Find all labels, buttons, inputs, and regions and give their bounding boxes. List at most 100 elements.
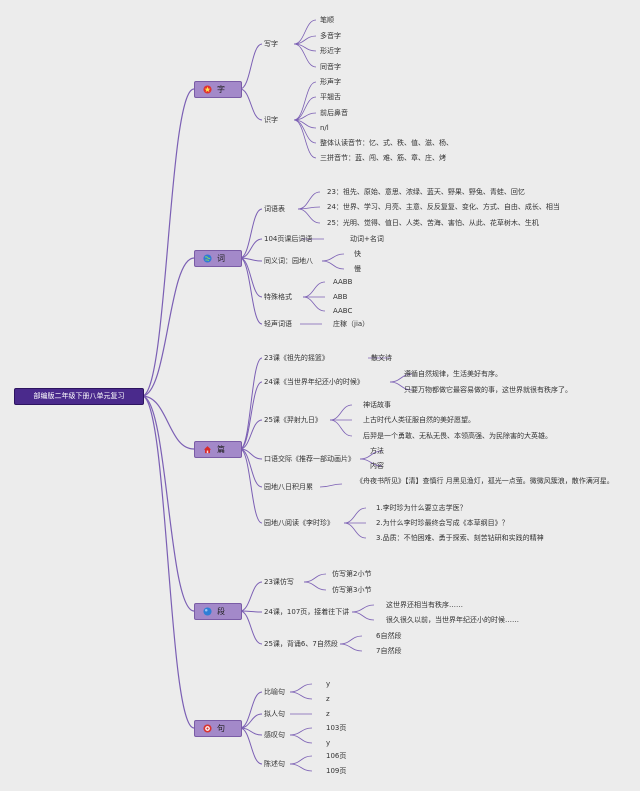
connector-line	[289, 763, 313, 772]
root-topic[interactable]: 部编版二年级下册八单元复习	[14, 388, 144, 405]
topic-label: 段	[217, 607, 225, 616]
subtopic-biyu[interactable]: 比喻句	[264, 688, 285, 696]
leaf-item[interactable]: 25：光明、觉得、值日、人类、苦海、害怕、从此、花草树木、生机	[327, 219, 539, 227]
leaf-item[interactable]: 很久很久以前，当世界年纪还小的时候……	[386, 616, 519, 624]
connector-line	[239, 257, 263, 325]
leaf-item[interactable]: 2.为什么李时珍最终会写成《本草纲目》？	[376, 519, 509, 527]
connector-line	[303, 573, 327, 583]
leaf-item[interactable]: 仿写第3小节	[332, 586, 372, 594]
leaf-item[interactable]: 庄稼（jia）	[333, 320, 370, 328]
connector-line	[359, 458, 383, 467]
leaf-item[interactable]: 动词+名词	[350, 235, 384, 243]
leaf-item[interactable]: 只要万物都做它最容易做的事，这世界就很有秩序了。	[404, 386, 572, 394]
connector-line	[319, 483, 343, 488]
leaf-item[interactable]: 3.品质：不怕困难、勇于探索、刻苦钻研和实践的精神	[376, 534, 544, 542]
connector-line	[141, 88, 195, 397]
connector-line	[343, 507, 367, 524]
connector-line	[339, 635, 363, 645]
subtopic-k25[interactable]: 25课《羿射九日》	[264, 416, 322, 424]
leaf-item[interactable]: z	[326, 710, 330, 718]
connector-line	[329, 419, 353, 437]
topic-ci[interactable]: 词	[194, 250, 242, 267]
leaf-item[interactable]: 多音字	[320, 32, 341, 40]
subtopic-kouyu[interactable]: 口语交际《推荐一部动画片》	[264, 455, 355, 463]
leaf-item[interactable]: AABB	[333, 278, 353, 286]
connector-line	[141, 395, 195, 729]
subtopic-k23[interactable]: 23课《祖先的摇篮》	[264, 354, 329, 362]
leaf-item[interactable]: 方法	[370, 447, 384, 455]
leaf-item[interactable]: 23：祖先、原始、意思、浓绿、蓝天、野果、野兔、青蛙、回忆	[327, 188, 525, 196]
leaf-item[interactable]: 内容	[370, 462, 384, 470]
leaf-item[interactable]: y	[326, 680, 331, 688]
leaf-item[interactable]: 三拼音节：蓝、闯、难、筋、章、庄、烤	[320, 154, 446, 162]
leaf-item[interactable]: 笔顺	[320, 16, 334, 24]
leaf-item[interactable]: y	[326, 739, 331, 747]
subtopic-yuedu[interactable]: 园地八阅读《李时珍》	[264, 519, 334, 527]
leaf-item[interactable]: 后羿是一个勇敢、无私无畏、本领高强、为民除害的大英雄。	[363, 432, 552, 440]
topic-zi[interactable]: 字	[194, 81, 242, 98]
leaf-item[interactable]: n/l	[320, 124, 329, 132]
subtopic-chenshu[interactable]: 陈述句	[264, 760, 285, 768]
subtopic-duan-k23[interactable]: 23课仿写	[264, 578, 294, 586]
connector-line	[339, 643, 363, 652]
leaf-item[interactable]: 上古时代人类征服自然的美好愿望。	[363, 416, 475, 424]
leaf-item[interactable]: 同音字	[320, 63, 341, 71]
topic-duan[interactable]: 段	[194, 603, 242, 620]
connector-line	[351, 604, 375, 613]
subtopic-duan-k25[interactable]: 25课，背诵6、7自然段	[264, 640, 338, 648]
leaf-item[interactable]: 散文诗	[371, 354, 392, 362]
leaf-item[interactable]: z	[326, 695, 330, 703]
connector-line	[141, 395, 195, 450]
leaf-item[interactable]: 仿写第2小节	[332, 570, 372, 578]
subtopic-qingsheng[interactable]: 轻声词语	[264, 320, 292, 328]
leaf-item[interactable]: 平翘舌	[320, 93, 341, 101]
subtopic-riji[interactable]: 园地八日积月累	[264, 483, 313, 491]
subtopic-gantan[interactable]: 感叹句	[264, 731, 285, 739]
subtopic-k24[interactable]: 24课《当世界年纪还小的时候》	[264, 378, 364, 386]
connector-line	[239, 381, 263, 450]
leaf-item[interactable]: 形声字	[320, 78, 341, 86]
leaf-item[interactable]: 109页	[326, 767, 347, 775]
connector-line	[289, 755, 313, 765]
subtopic-104[interactable]: 104页课后词语	[264, 235, 313, 243]
subtopic-xiezi[interactable]: 写字	[264, 40, 278, 48]
connector-line	[293, 119, 317, 159]
connector-line	[289, 683, 313, 693]
topic-label: 词	[217, 254, 225, 263]
leaf-item[interactable]: 7自然段	[376, 647, 402, 655]
leaf-item[interactable]: 24：世界、学习、月亮、主意、反反复复、变化、方式、自由、成长、相当	[327, 203, 560, 211]
red-house-icon	[203, 446, 212, 454]
subtopic-duan-k24[interactable]: 24课，107页，接着往下讲	[264, 608, 350, 616]
leaf-item[interactable]: 106页	[326, 752, 347, 760]
subtopic-tongyi[interactable]: 同义词：园地八	[264, 257, 313, 265]
connector-line	[239, 610, 263, 645]
subtopic-ciyubiao[interactable]: 词语表	[264, 205, 285, 213]
connector-line	[239, 238, 263, 259]
leaf-item[interactable]: 《舟夜书所见》【清】查慎行 月黑见渔灯，孤光一点萤。微微风簇浪，散作满河星。	[356, 477, 614, 485]
connector-line	[239, 419, 263, 450]
topic-ju[interactable]: 句	[194, 720, 242, 737]
connector-line	[351, 611, 375, 621]
leaf-item[interactable]: AABC	[333, 307, 353, 315]
connector-line	[321, 253, 345, 262]
leaf-item[interactable]: 这世界还相当有秩序……	[386, 601, 463, 609]
leaf-item[interactable]: 整体认读音节：忆、式、秩、值、滋、杨、	[320, 139, 453, 147]
leaf-item[interactable]: 快	[354, 250, 361, 258]
leaf-item[interactable]: 前后鼻音	[320, 109, 348, 117]
subtopic-shizi[interactable]: 识字	[264, 116, 278, 124]
leaf-item[interactable]: 1.李时珍为什么要立志学医？	[376, 504, 467, 512]
leaf-item[interactable]: 遵循自然规律，生活美好有序。	[404, 370, 502, 378]
subtopic-niren[interactable]: 拟人句	[264, 710, 285, 718]
topic-pian[interactable]: 篇	[194, 441, 242, 458]
leaf-item[interactable]: 6自然段	[376, 632, 402, 640]
connector-line	[239, 581, 263, 612]
leaf-item[interactable]: 神话故事	[363, 401, 391, 409]
connector-line	[289, 691, 313, 700]
leaf-item[interactable]: 形近字	[320, 47, 341, 55]
subtopic-teshu[interactable]: 特殊格式	[264, 293, 292, 301]
topic-label: 字	[217, 85, 225, 94]
leaf-item[interactable]: 103页	[326, 724, 347, 732]
leaf-item[interactable]: ABB	[333, 293, 348, 301]
leaf-item[interactable]: 慢	[354, 265, 361, 273]
connector-line	[239, 257, 263, 262]
